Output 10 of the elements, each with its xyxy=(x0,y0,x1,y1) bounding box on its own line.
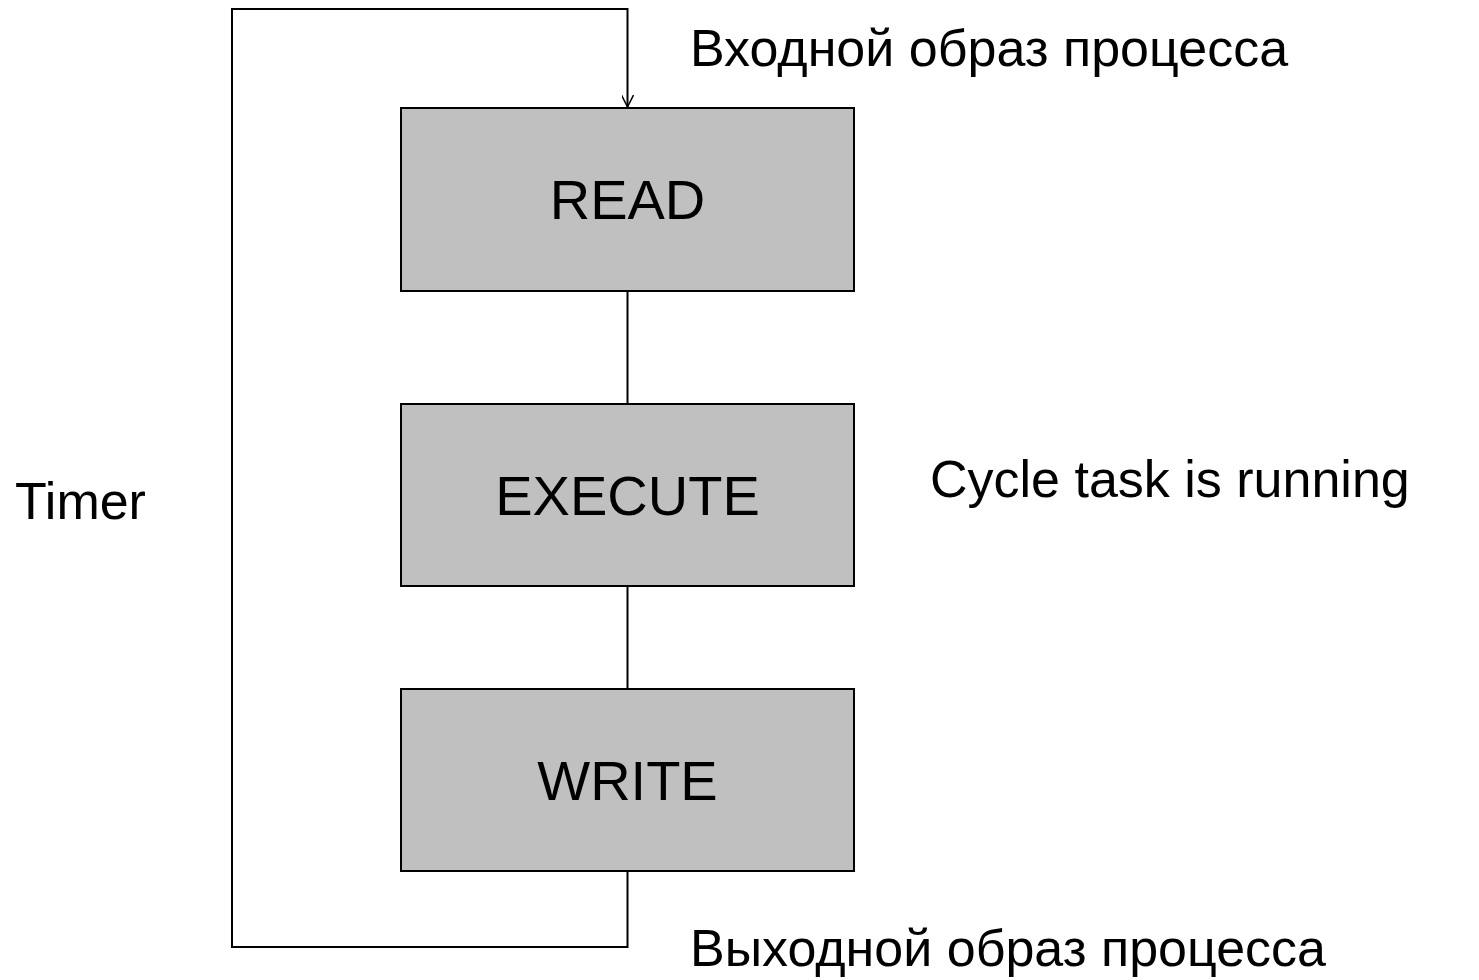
box-label: EXECUTE xyxy=(495,462,760,528)
process-box xyxy=(400,688,855,872)
arrow xyxy=(231,8,635,948)
connector-line xyxy=(626,291,629,404)
box-label: READ xyxy=(549,167,706,232)
process-box xyxy=(400,403,855,587)
text-label: Timer xyxy=(15,475,146,527)
process-box xyxy=(400,107,855,292)
box-label: WRITE xyxy=(537,747,718,813)
connector-line xyxy=(626,586,629,689)
